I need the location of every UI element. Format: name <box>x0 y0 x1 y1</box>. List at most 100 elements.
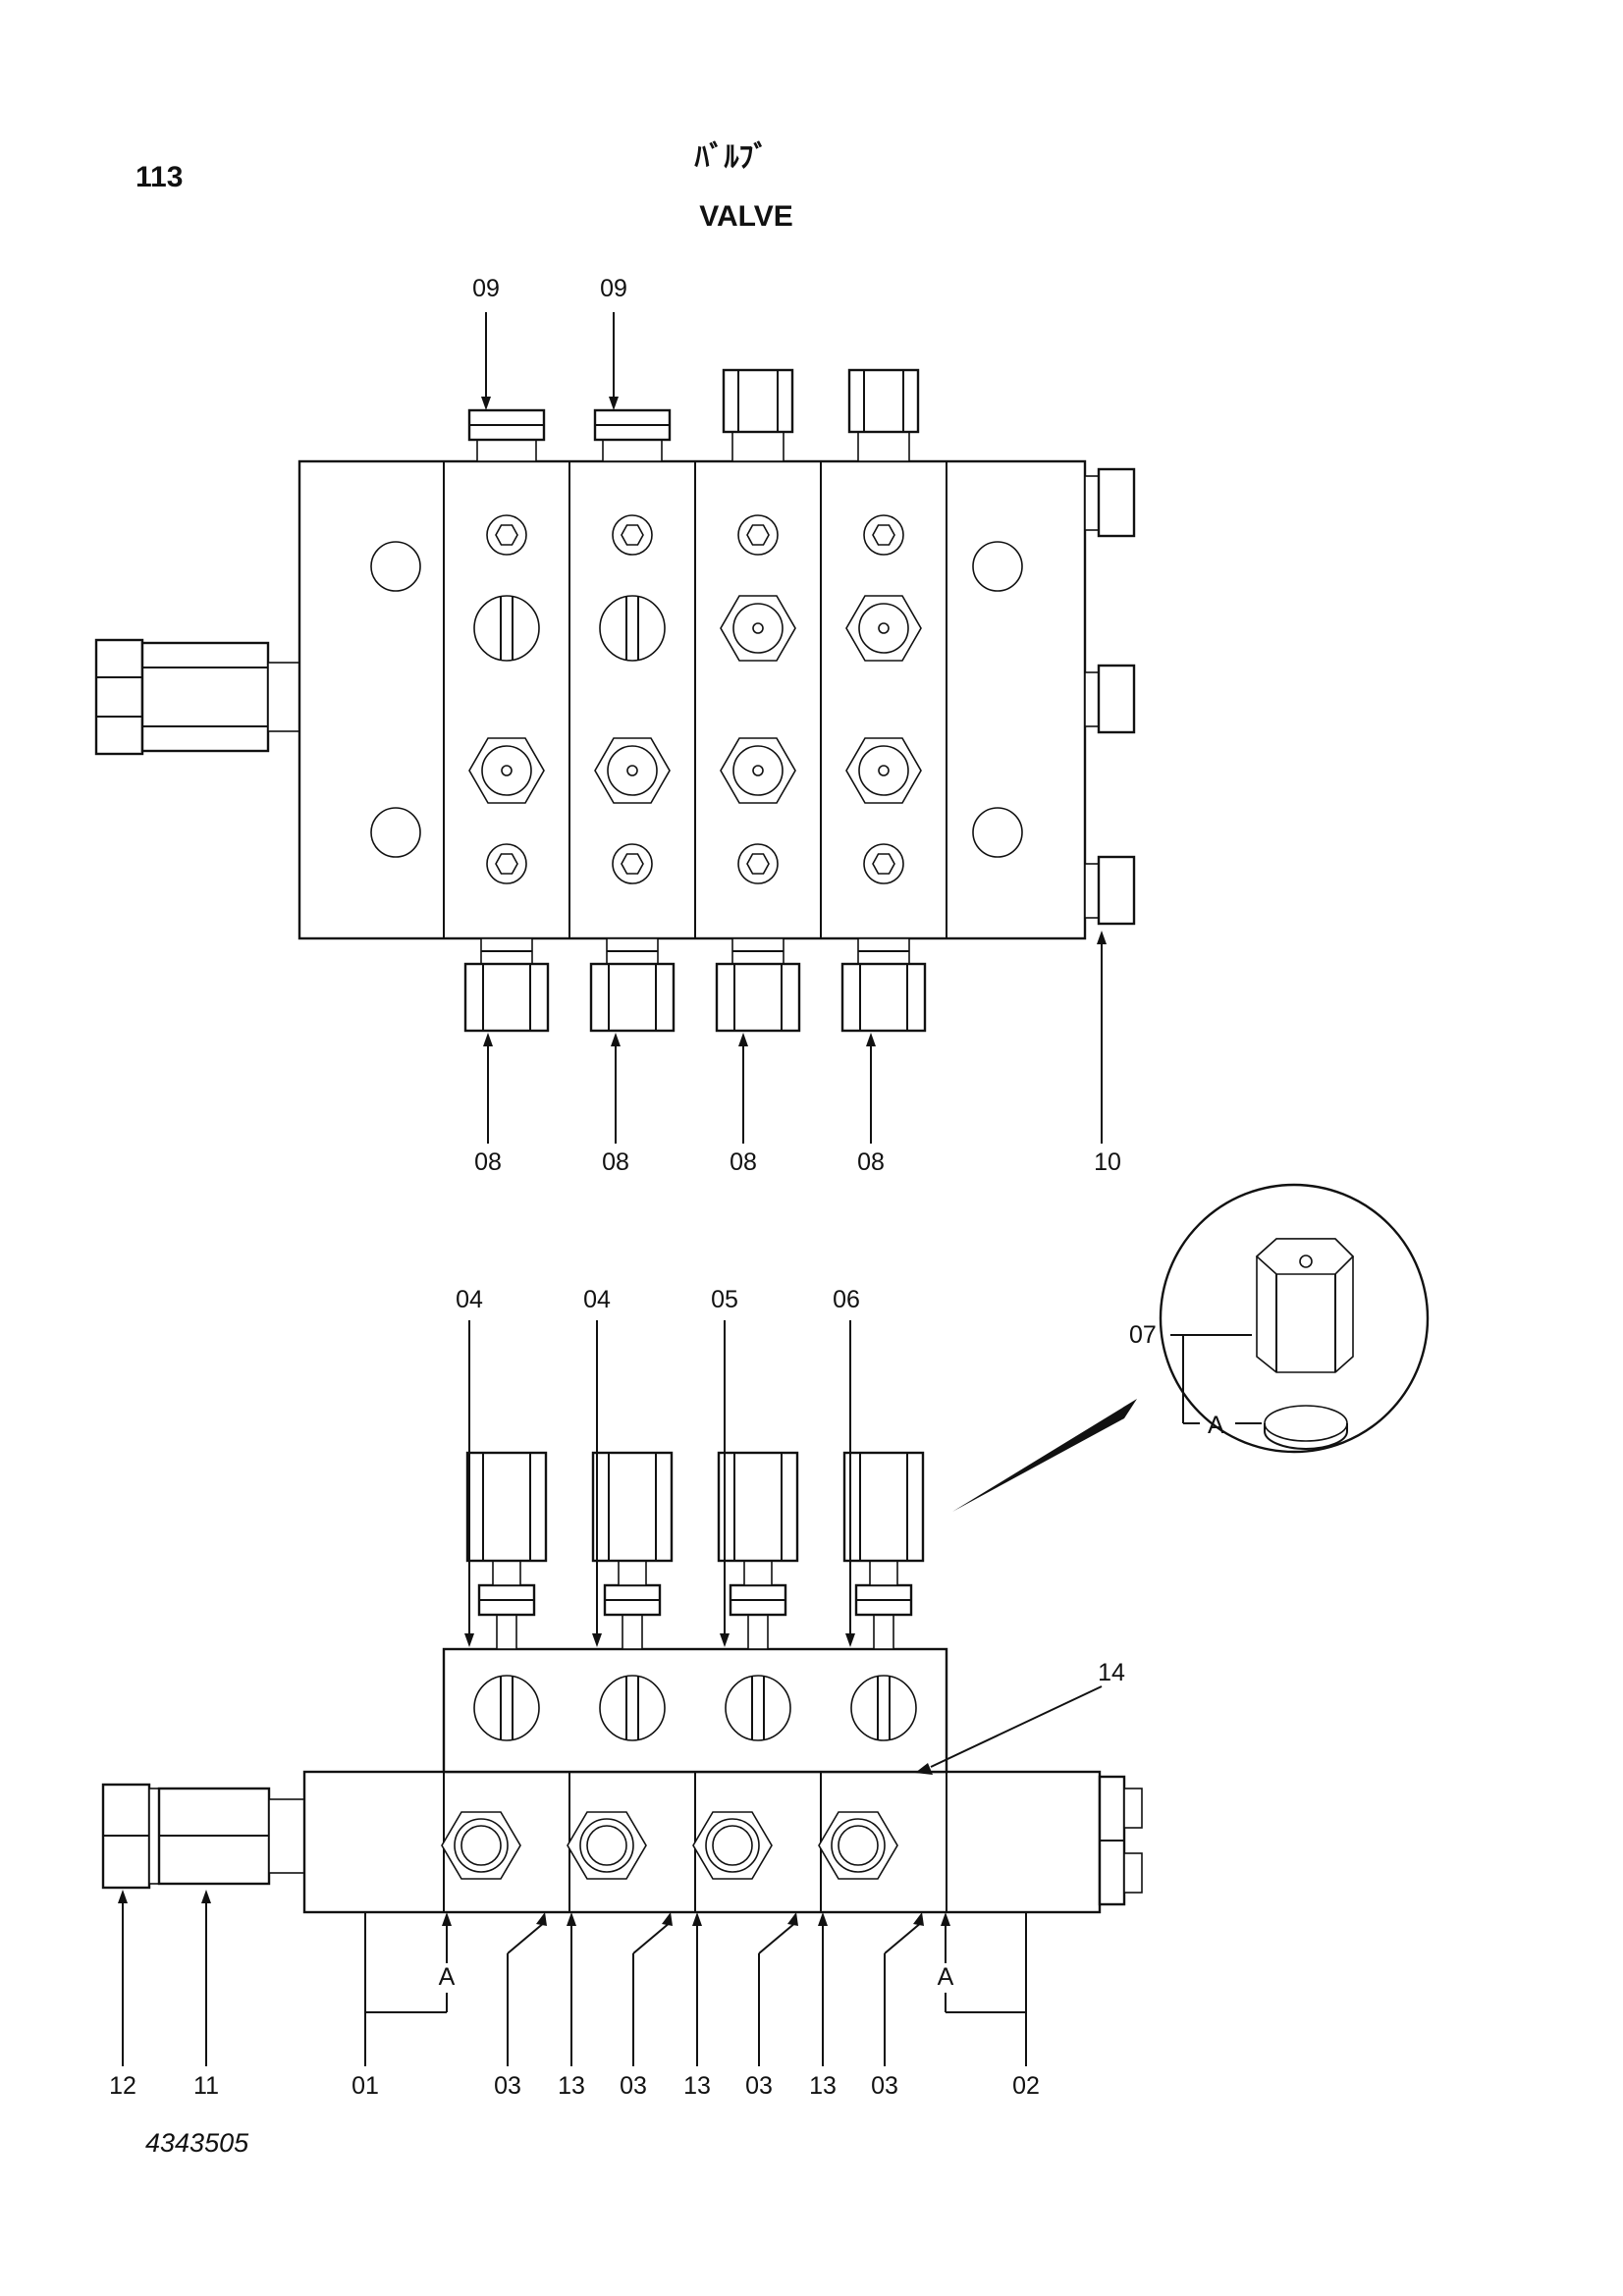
arrow-head <box>866 1033 876 1046</box>
hex-plug-hole <box>752 765 764 776</box>
stem <box>618 1560 647 1586</box>
arrow-head <box>201 1890 211 1903</box>
fitting-08 <box>840 962 927 1033</box>
mounting-hole <box>972 807 1023 858</box>
arrow-head <box>592 1633 602 1647</box>
valve-front-view: 07 A A A 04 04 05 06 14 12 11 01 03 13 0… <box>101 1183 1430 2100</box>
callout-14: 14 <box>1098 1659 1125 1686</box>
arrow-head <box>442 1912 452 1926</box>
vertical-fitting <box>842 1451 925 1563</box>
slotted-plug <box>473 595 540 662</box>
callout-leaders-top <box>481 312 1107 1144</box>
arrow-head <box>464 1633 474 1647</box>
arrow-head <box>481 397 491 410</box>
side-plugs-front <box>1098 1775 1143 1906</box>
callout-03: 03 <box>620 2072 647 2100</box>
fitting-08 <box>463 962 550 1033</box>
port-bore <box>712 1825 753 1866</box>
fitting-top <box>847 368 920 434</box>
callout-01: 01 <box>352 2072 379 2100</box>
detail-view-bubble: 07 A <box>952 1183 1430 1512</box>
callout-09: 09 <box>600 275 627 302</box>
callout-leaders-front <box>118 1320 1103 2066</box>
arrow-head <box>483 1033 493 1046</box>
callout-13: 13 <box>558 2072 585 2100</box>
valve-top-view: 09 09 08 08 08 08 10 <box>94 275 1136 1176</box>
vertical-fitting <box>591 1451 674 1563</box>
callout-13: 13 <box>683 2072 711 2100</box>
mounting-hole <box>370 807 421 858</box>
socket-screw-hex <box>872 853 895 875</box>
inlet-fitting-top <box>94 638 300 756</box>
inlet-fitting-front <box>101 1783 305 1890</box>
page-number: 113 <box>135 161 183 193</box>
arrow-head <box>941 1912 950 1926</box>
socket-screw-hex <box>495 853 518 875</box>
arrow-head <box>567 1912 576 1926</box>
detail-callout-07: 07 <box>1129 1321 1157 1349</box>
callout-02: 02 <box>1012 2072 1040 2100</box>
arrow-head <box>692 1912 702 1926</box>
arrow-head <box>818 1912 828 1926</box>
callout-08: 08 <box>602 1148 629 1176</box>
fitting-neck <box>857 431 910 462</box>
arrow-head <box>787 1912 798 1926</box>
side-plugs <box>1084 467 1136 926</box>
arrow-head <box>915 1763 933 1775</box>
callout-13: 13 <box>809 2072 837 2100</box>
arrow-head <box>845 1633 855 1647</box>
arrow-head <box>738 1033 748 1046</box>
hex-plug-hole <box>878 622 890 634</box>
callout-09: 09 <box>472 275 500 302</box>
fitting-08 <box>715 962 801 1033</box>
valve-sections-front <box>441 1451 925 1880</box>
callout-06: 06 <box>833 1286 860 1313</box>
hex-plug-hole <box>501 765 513 776</box>
vertical-fitting <box>717 1451 799 1563</box>
slotted-plug <box>599 1675 666 1741</box>
callout-08: 08 <box>474 1148 502 1176</box>
callout-04: 04 <box>456 1286 483 1313</box>
section-mark-a: A <box>938 1963 954 1991</box>
section-mark-a: A <box>439 1963 456 1991</box>
callout-08: 08 <box>857 1148 885 1176</box>
mounting-hole <box>370 541 421 592</box>
part-number: 4343505 <box>145 2128 249 2158</box>
stem <box>492 1560 521 1586</box>
fitting-neck <box>602 438 663 462</box>
hex-plug-hole <box>752 622 764 634</box>
socket-screw-hex <box>872 524 895 546</box>
callout-03: 03 <box>494 2072 521 2100</box>
fitting-neck <box>476 438 537 462</box>
arrow-head <box>662 1912 673 1926</box>
stem <box>622 1614 643 1650</box>
arrow-head <box>609 397 619 410</box>
callout-12: 12 <box>109 2072 136 2100</box>
stem <box>873 1614 894 1650</box>
callout-05: 05 <box>711 1286 738 1313</box>
title-english: VALVE <box>699 200 793 233</box>
valve-body-top <box>298 459 1087 940</box>
stem <box>747 1614 769 1650</box>
socket-screw-hex <box>621 853 644 875</box>
slotted-plug <box>850 1675 917 1741</box>
arrow-head <box>1097 931 1107 944</box>
arrow-head <box>720 1633 730 1647</box>
socket-screw-hex <box>746 524 770 546</box>
socket-screw-hex <box>495 524 518 546</box>
leader-line-14 <box>930 1685 1103 1768</box>
mounting-hole <box>972 541 1023 592</box>
callout-04: 04 <box>583 1286 611 1313</box>
port-bore <box>460 1825 502 1866</box>
arrow-head <box>118 1890 128 1903</box>
slotted-plug <box>599 595 666 662</box>
stem <box>869 1560 898 1586</box>
fitting-08 <box>589 962 676 1033</box>
socket-screw-hex <box>746 853 770 875</box>
stem <box>743 1560 773 1586</box>
arrow-head <box>611 1033 621 1046</box>
vertical-fitting <box>465 1451 548 1563</box>
callout-08: 08 <box>730 1148 757 1176</box>
arrow-head <box>536 1912 547 1926</box>
